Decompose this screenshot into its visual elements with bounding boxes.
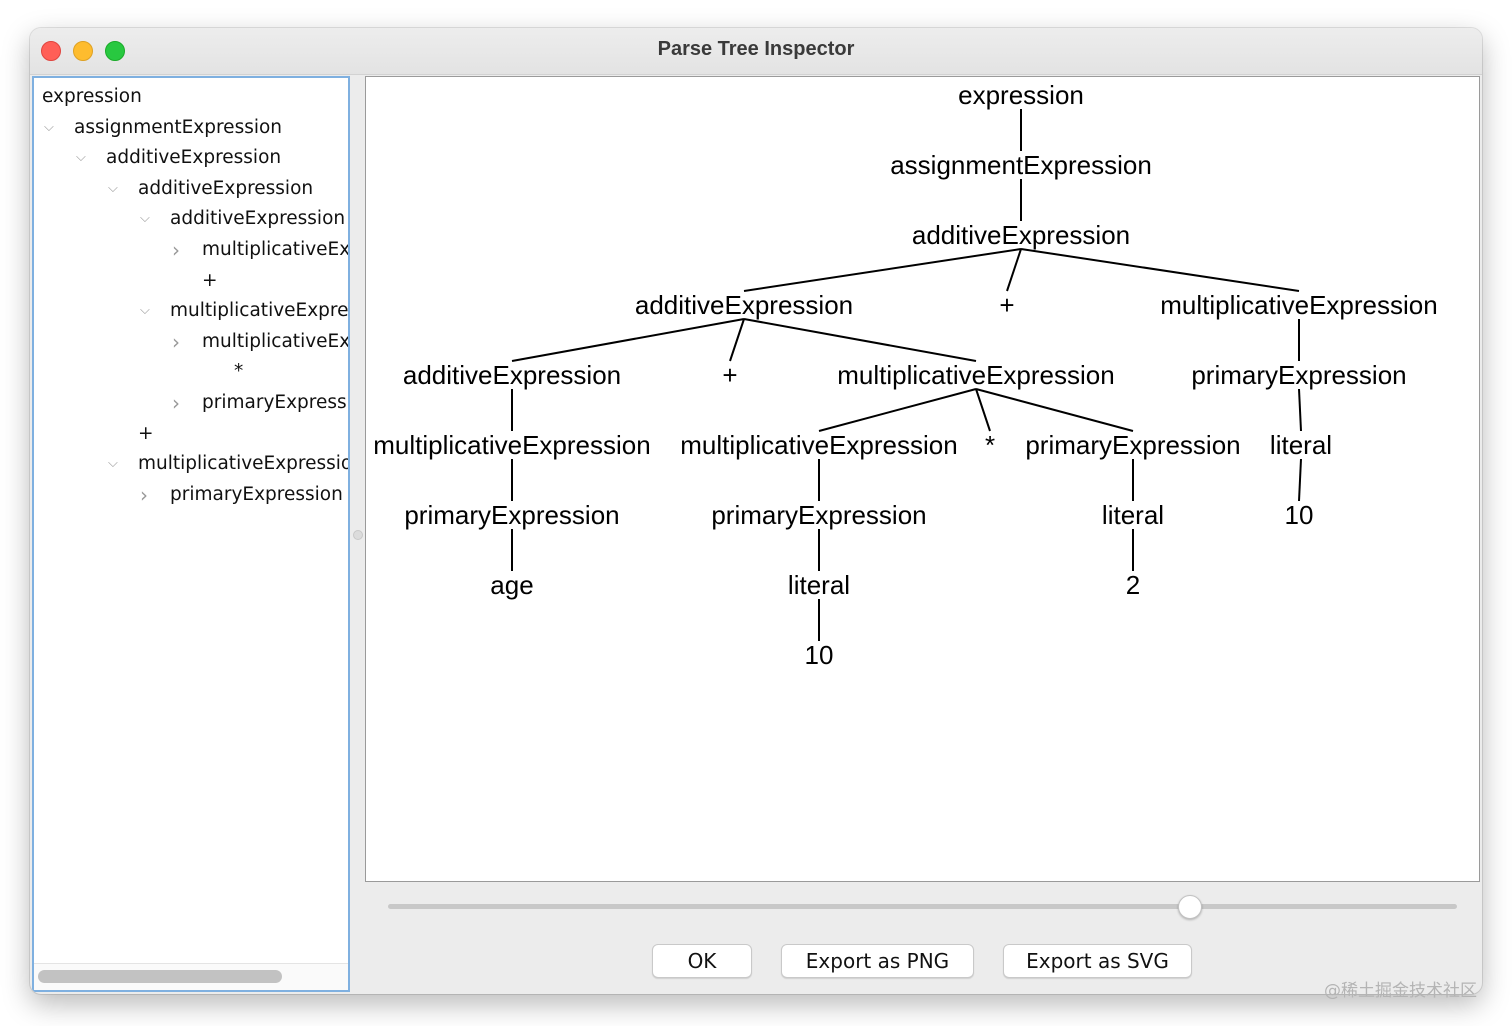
tree-node[interactable]: multiplicativeEx [202,239,350,260]
tree-node[interactable]: additiveExpression [138,177,314,199]
tree-node-label: 10 [1285,500,1314,530]
tree-node-label: + [999,290,1014,320]
tree-node-label: additiveExpression [912,220,1130,250]
tree-node[interactable]: multiplicativeExpressio [138,453,350,475]
parse-tree-outline[interactable]: expression ⌵ assignmentExpression ⌵ additive… [32,76,350,992]
tree-node-label: primaryExpression [1025,430,1240,460]
tree-node-label: + [722,360,737,390]
chevron-down-icon[interactable]: ⌵ [108,180,118,196]
tree-node-label: primaryExpression [1191,360,1406,390]
split-pane-handle[interactable] [353,530,363,540]
horizontal-scrollbar[interactable] [34,963,348,990]
tree-node-label: additiveExpression [635,290,853,320]
tree-node-label: 2 [1126,570,1140,600]
tree-node-label: literal [788,570,850,600]
tree-node-label: multiplicativeExpression [680,430,957,460]
tree-node-label: additiveExpression [403,360,621,390]
tree-node[interactable]: + [202,269,218,291]
tree-edge [975,388,1134,432]
tree-edge [1298,458,1302,502]
tree-node[interactable]: primaryExpression [170,483,343,505]
tree-node-label: expression [958,80,1084,110]
tree-edge [743,318,977,362]
window-title: Parse Tree Inspector [657,38,855,60]
export-png-button[interactable]: Export as PNG [781,944,974,978]
parse-tree-canvas: expression assignmentExpression additiveEx… [365,76,1480,882]
tree-edge [1298,388,1302,432]
close-window-button[interactable] [41,41,61,61]
chevron-right-icon[interactable]: › [172,329,180,354]
export-svg-button[interactable]: Export as SVG [1003,944,1192,978]
tree-edge [1020,248,1300,292]
parse-tree-graph: expression assignmentExpression additiveEx… [373,80,1437,670]
tree-node[interactable]: additiveExpression [170,208,346,230]
scrollbar-thumb[interactable] [38,970,282,983]
chevron-down-icon[interactable]: ⌵ [140,303,150,319]
tree-edge [1006,248,1022,292]
tree-edge [818,388,977,432]
tree-node-label: primaryExpression [711,500,926,530]
zoom-slider-thumb[interactable] [1177,895,1202,919]
ok-button[interactable]: OK [652,944,752,978]
chevron-right-icon[interactable]: › [172,391,180,415]
tree-node[interactable]: additiveExpression [106,147,282,169]
tree-node-label: multiplicativeExpression [1160,290,1437,320]
tree-node[interactable]: + [138,422,154,444]
tree-node-label: assignmentExpression [890,150,1152,180]
chevron-down-icon[interactable]: ⌵ [140,211,150,227]
tree-node-label: literal [1102,500,1164,530]
tree-edge [975,388,991,432]
zoom-window-button[interactable] [105,41,125,61]
tree-node[interactable]: * [234,361,244,383]
tree-node-label: literal [1270,430,1332,460]
tree-node-label: multiplicativeExpression [373,430,650,460]
tree-edge [729,318,745,362]
tree-node-label: * [985,430,995,460]
title-bar: Parse Tree Inspector [30,28,1482,75]
zoom-slider-track[interactable] [388,904,1457,909]
app-window: Parse Tree Inspector expression ⌵ assignme… [30,28,1482,994]
tree-node-label: 10 [805,640,834,670]
tree-node-label: primaryExpression [404,500,619,530]
tree-edge [743,248,1022,292]
tree-node[interactable]: multiplicativeExpre [170,300,349,322]
tree-node[interactable]: primaryExpress [202,392,347,413]
tree-node[interactable]: multiplicativeEx [202,330,350,352]
tree-edge [511,318,745,362]
chevron-right-icon[interactable]: › [172,238,180,262]
chevron-down-icon[interactable]: ⌵ [76,150,86,166]
tree-node[interactable]: assignmentExpression [74,116,283,138]
chevron-down-icon[interactable]: ⌵ [44,119,54,135]
chevron-down-icon[interactable]: ⌵ [108,456,118,472]
tree-node-label: age [490,570,533,600]
tree-node[interactable]: expression [42,86,142,107]
tree-node-label: multiplicativeExpression [837,360,1114,390]
watermark-text: @稀土掘金技术社区 [1324,981,1477,1001]
chevron-right-icon[interactable]: › [140,482,148,507]
minimize-window-button[interactable] [73,41,93,61]
